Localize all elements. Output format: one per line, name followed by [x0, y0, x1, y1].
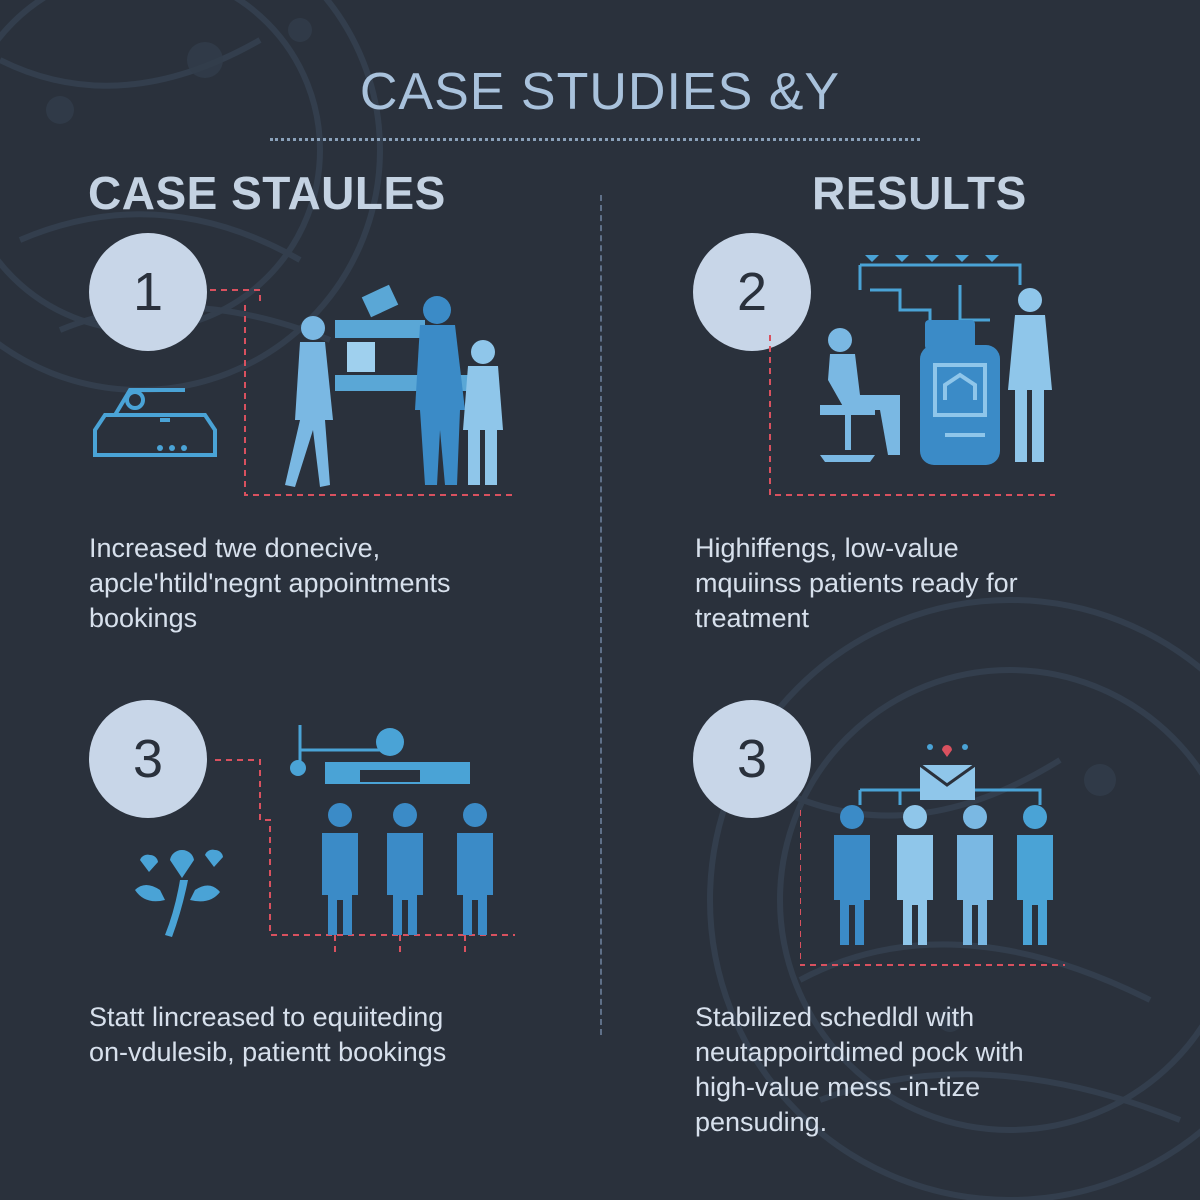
center-divider	[600, 195, 602, 1035]
clinic-reception-icon	[93, 284, 515, 496]
left-column-heading: CASE STAULES	[88, 167, 446, 219]
card-4-number-badge: 3	[693, 700, 811, 818]
card-4-text: Stabilized schedldl with neutappoirtdime…	[695, 1002, 1024, 1137]
right-column-heading: RESULTS	[812, 167, 1027, 219]
page-title: CASE STUDIES &Y	[359, 63, 841, 121]
patient-device-icon	[769, 255, 1055, 496]
card-3-text: Statt lincreased to equiiteding on-vdule…	[89, 1002, 447, 1067]
card-2-text: Highiffengs, low-value mquiinss patients…	[695, 533, 1018, 633]
card-3-number-badge: 3	[89, 700, 207, 818]
title-divider	[270, 138, 920, 141]
staff-team-icon	[135, 725, 515, 955]
card-1-number-badge: 1	[89, 233, 207, 351]
card-1-text: Increased twe donecive, apcle'htild'negn…	[89, 533, 451, 633]
card-2-number-badge: 2	[693, 233, 811, 351]
email-people-icon	[800, 744, 1065, 966]
